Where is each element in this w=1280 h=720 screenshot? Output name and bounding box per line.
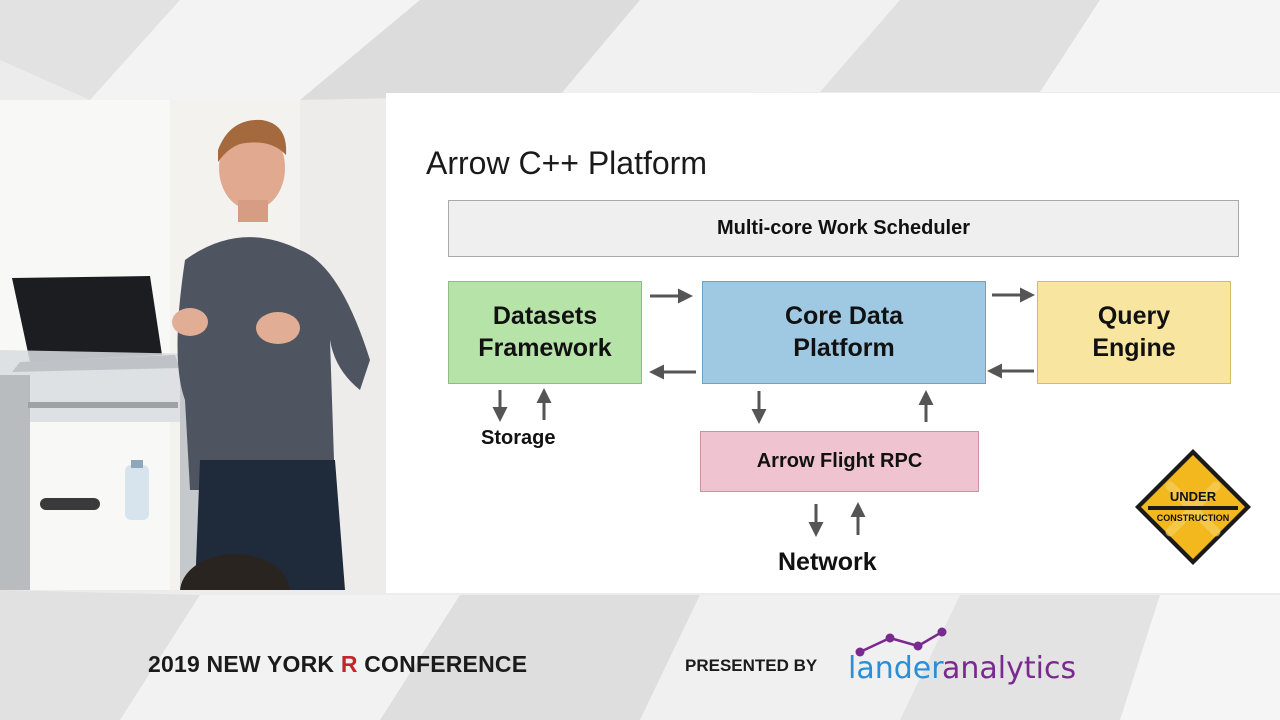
datasets-label-line2: Framework — [478, 333, 612, 362]
connector-arrows — [492, 287, 1035, 537]
query-engine-box: Query Engine — [1037, 281, 1231, 384]
conf-year-city: 2019 NEW YORK — [148, 651, 341, 677]
core-label-line1: Core Data — [784, 302, 904, 331]
core-label-line2: Platform — [793, 333, 895, 362]
scheduler-label: Multi-core Work Scheduler — [716, 217, 970, 239]
lander-analytics-logo: lander analytics — [848, 627, 1076, 686]
query-label-line1: Query — [1097, 302, 1171, 331]
logo-analytics-text: analytics — [942, 651, 1076, 686]
arrow-flight-rpc-box: Arrow Flight RPC — [700, 431, 979, 492]
badge-line2: CONSTRUCTION — [1157, 513, 1230, 523]
presentation-slide: Arrow C++ Platform Multi-core Work Sched… — [386, 93, 1280, 593]
storage-label: Storage — [481, 427, 556, 449]
conf-conference-word: CONFERENCE — [357, 651, 528, 677]
query-label-line2: Engine — [1092, 333, 1176, 362]
network-label: Network — [778, 548, 877, 576]
slide-title: Arrow C++ Platform — [426, 145, 707, 181]
presented-by-label: PRESENTED BY — [685, 656, 818, 675]
datasets-framework-box: Datasets Framework — [448, 281, 642, 384]
speaker-camera-feed — [0, 100, 386, 590]
conference-title: 2019 NEW YORK R CONFERENCE — [148, 651, 527, 678]
core-data-platform-box: Core Data Platform — [702, 281, 986, 384]
under-construction-badge: UNDER CONSTRUCTION — [1135, 449, 1251, 565]
badge-line1: UNDER — [1170, 489, 1217, 504]
speaker-illustration — [0, 100, 386, 590]
multi-core-work-scheduler-box: Multi-core Work Scheduler — [448, 200, 1239, 257]
datasets-label-line1: Datasets — [492, 302, 598, 331]
conf-r-letter: R — [340, 651, 358, 677]
logo-lander-text: lander — [848, 651, 944, 686]
flight-label: Arrow Flight RPC — [756, 450, 923, 472]
